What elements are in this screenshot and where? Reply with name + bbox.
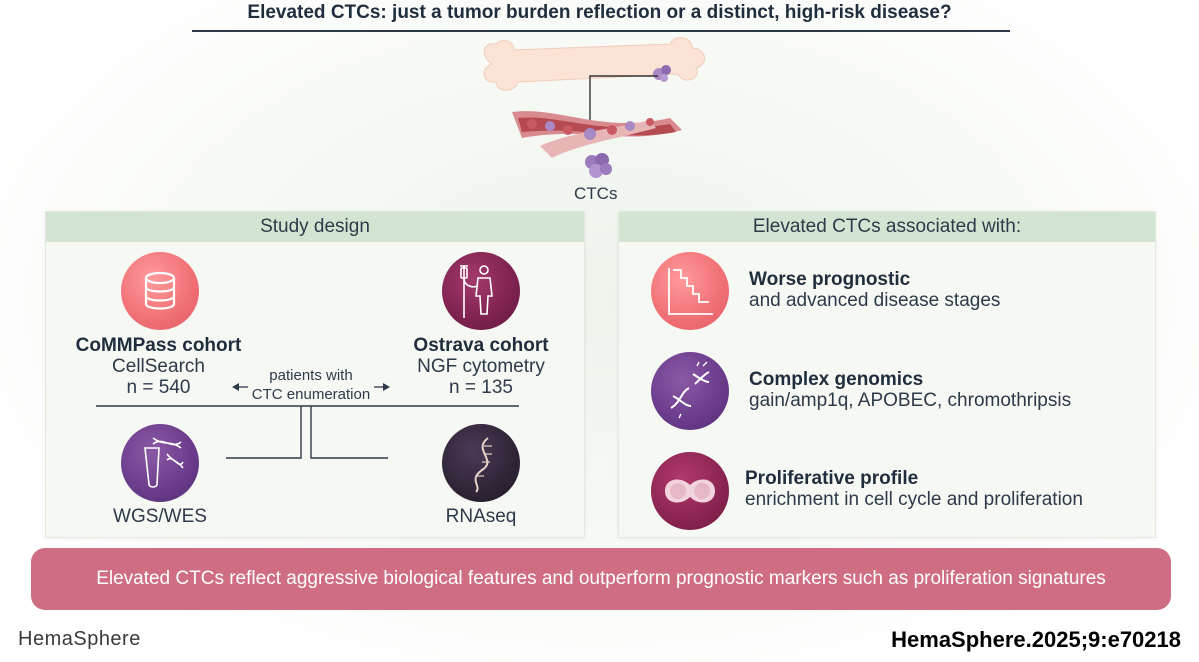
ostrava-sample-size: n = 135: [449, 377, 513, 398]
connector-label-line1: patients with: [269, 367, 353, 384]
patient-iv-icon: [442, 252, 520, 330]
bone-image: [483, 37, 706, 91]
rna-strand-icon: [442, 424, 520, 502]
dividing-cell-icon: [651, 452, 729, 530]
wgs-label: WGS/WES: [113, 506, 207, 527]
study-design-panel: Study design CoMMPass cohort CellSearch …: [45, 211, 585, 538]
marrow-cell-cluster: [653, 65, 671, 82]
commpass-method: CellSearch: [112, 356, 205, 377]
finding-3-text: enrichment in cell cycle and proliferati…: [745, 489, 1083, 510]
finding-3-title: Proliferative profile: [745, 468, 919, 489]
database-icon: [121, 252, 199, 330]
bone-vessel-illustration: [470, 34, 730, 194]
associations-panel: Elevated CTCs associated with: Worse pro…: [618, 211, 1156, 538]
finding-2-title: Complex genomics: [749, 369, 924, 390]
citation: HemaSphere.2025;9:e70218: [891, 627, 1181, 652]
migration-arrow: [589, 75, 658, 126]
journal-logo: HemaSphere: [18, 628, 141, 650]
commpass-sample-size: n = 540: [126, 377, 191, 398]
finding-1-title: Worse prognostic: [749, 269, 911, 290]
blood-vessel-image: [512, 111, 682, 158]
rnaseq-label: RNAseq: [445, 506, 517, 527]
title-divider: [192, 30, 1010, 32]
commpass-cohort-name: CoMMPass cohort: [75, 335, 242, 356]
ctc-cluster-image: [585, 153, 612, 178]
ctc-label: CTCs: [574, 184, 618, 203]
page-title: Elevated CTCs: just a tumor burden refle…: [247, 2, 952, 23]
conclusion-banner: Elevated CTCs reflect aggressive biologi…: [31, 548, 1171, 610]
connector-label-line2: CTC enumeration: [251, 386, 371, 403]
broken-dna-icon: [651, 352, 729, 430]
survival-curve-icon: [651, 252, 729, 330]
finding-1-text: and advanced disease stages: [749, 290, 1001, 311]
associations-header: Elevated CTCs associated with:: [619, 212, 1155, 242]
ostrava-method: NGF cytometry: [417, 356, 545, 377]
dna-tube-icon: [121, 424, 199, 502]
finding-2-text: gain/amp1q, APOBEC, chromothripsis: [749, 390, 1072, 411]
study-design-connectors: [96, 383, 519, 459]
ostrava-cohort-name: Ostrava cohort: [413, 335, 549, 356]
study-design-header: Study design: [46, 212, 584, 242]
